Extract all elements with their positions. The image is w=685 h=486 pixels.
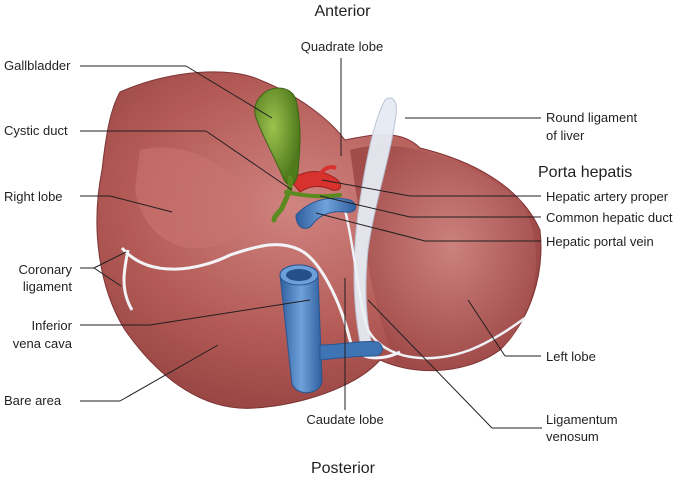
hepatic-artery-branch: [316, 165, 337, 179]
coronary-ligament-label-line1: Coronary: [18, 262, 72, 277]
bare-area-label: Bare area: [4, 393, 62, 408]
coronary-ligament-edge: [122, 249, 134, 311]
ligamentum-venosum-label-line2: venosum: [546, 429, 599, 444]
round-ligament-label-line2: of liver: [546, 128, 585, 143]
common-hepatic-duct-shape: [284, 190, 342, 199]
cystic-duct-shape: [271, 175, 293, 223]
porta-hepatis-label: Porta hepatis: [538, 164, 633, 181]
anterior-label: Anterior: [314, 3, 371, 20]
round-ligament: [353, 97, 397, 346]
right-lobe-label: Right lobe: [4, 189, 63, 204]
coronary-ligament-label-line2: ligament: [22, 279, 72, 294]
left-lobe-shape: [350, 145, 537, 371]
inferior-vena-cava-label-line2: vena cava: [12, 336, 72, 351]
ivc-lumen: [286, 269, 312, 281]
hepatic-portal-vein-label: Hepatic portal vein: [546, 234, 654, 249]
ivc-branch: [319, 341, 383, 361]
quadrate-lobe-label: Quadrate lobe: [300, 39, 384, 54]
hepatic-artery-proper-label: Hepatic artery proper: [546, 189, 669, 204]
inferior-vena-cava-label-line1: Inferior: [31, 318, 72, 333]
posterior-label: Posterior: [310, 460, 376, 477]
left-lobe-label: Left lobe: [546, 349, 596, 364]
gallbladder-label: Gallbladder: [4, 58, 71, 73]
common-hepatic-duct-label: Common hepatic duct: [546, 210, 673, 225]
portal-vein-shape: [295, 197, 357, 229]
hepatic-artery-shape: [289, 171, 342, 193]
right-lobe-highlight: [135, 147, 251, 249]
caudate-lobe-label: Caudate lobe: [306, 412, 384, 427]
cystic-duct-label: Cystic duct: [4, 123, 68, 138]
leader-lines: [80, 58, 542, 429]
ligamentum-venosum-label-line1: Ligamentum: [546, 412, 618, 427]
ligamentum-venosum-line: [343, 209, 526, 360]
round-ligament-label-line1: Round ligament: [546, 110, 638, 125]
